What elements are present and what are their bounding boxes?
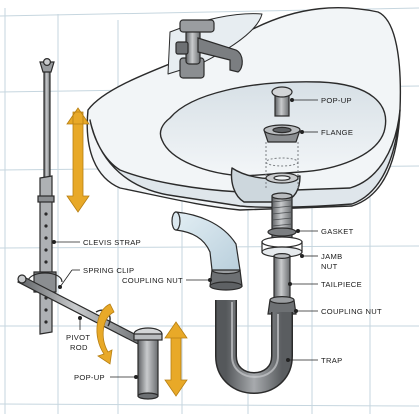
leader-lines (52, 98, 318, 379)
drain-shank (267, 192, 297, 243)
label-coupling-nut-right: COUPLING NUT (321, 307, 382, 316)
pop-up-arrow (164, 321, 188, 397)
waste-arm (171, 211, 241, 271)
label-trap: TRAP (321, 356, 342, 365)
pop-up-stopper-top (271, 86, 293, 117)
label-tailpiece: TAILPIECE (321, 280, 362, 289)
label-jamb-nut-line2: NUT (321, 262, 338, 271)
label-pop-up-top: POP-UP (321, 96, 352, 105)
faucet (175, 19, 243, 79)
faucet-spout (197, 37, 243, 73)
labels: POP-UP FLANGE GASKET JAMB NUT TAILPIECE … (66, 96, 382, 382)
faucet-left-knob (175, 41, 189, 55)
clevis-strap (37, 175, 55, 335)
label-pivot-rod-line1: PIVOT (66, 333, 90, 342)
sink-basin (86, 7, 402, 211)
lift-rod-arrow (66, 107, 90, 213)
coupling-nut-right (267, 296, 297, 315)
label-flange: FLANGE (321, 128, 353, 137)
label-pivot-rod-line2: ROD (70, 343, 88, 352)
label-gasket: GASKET (321, 227, 354, 236)
sink-front-face (89, 109, 401, 208)
p-trap (215, 300, 293, 394)
flange (263, 124, 301, 143)
drain-throat-dashed (265, 142, 299, 190)
label-pop-up-bottom: POP-UP (74, 373, 105, 382)
motion-arrows (66, 107, 188, 397)
label-spring-clip: SPRING CLIP (83, 266, 134, 275)
gasket (265, 172, 299, 184)
label-coupling-nut-left: COUPLING NUT (122, 276, 183, 285)
label-clevis-strap: CLEVIS STRAP (83, 238, 141, 247)
jamb-nut (261, 236, 303, 258)
lift-rod (39, 57, 55, 189)
pivot-arrow (96, 303, 115, 365)
label-jamb-nut-line1: JAMB (321, 252, 342, 261)
pop-up-stopper-bottom (133, 327, 163, 400)
gasket-ring (267, 227, 297, 237)
faucet-handle (179, 19, 215, 33)
